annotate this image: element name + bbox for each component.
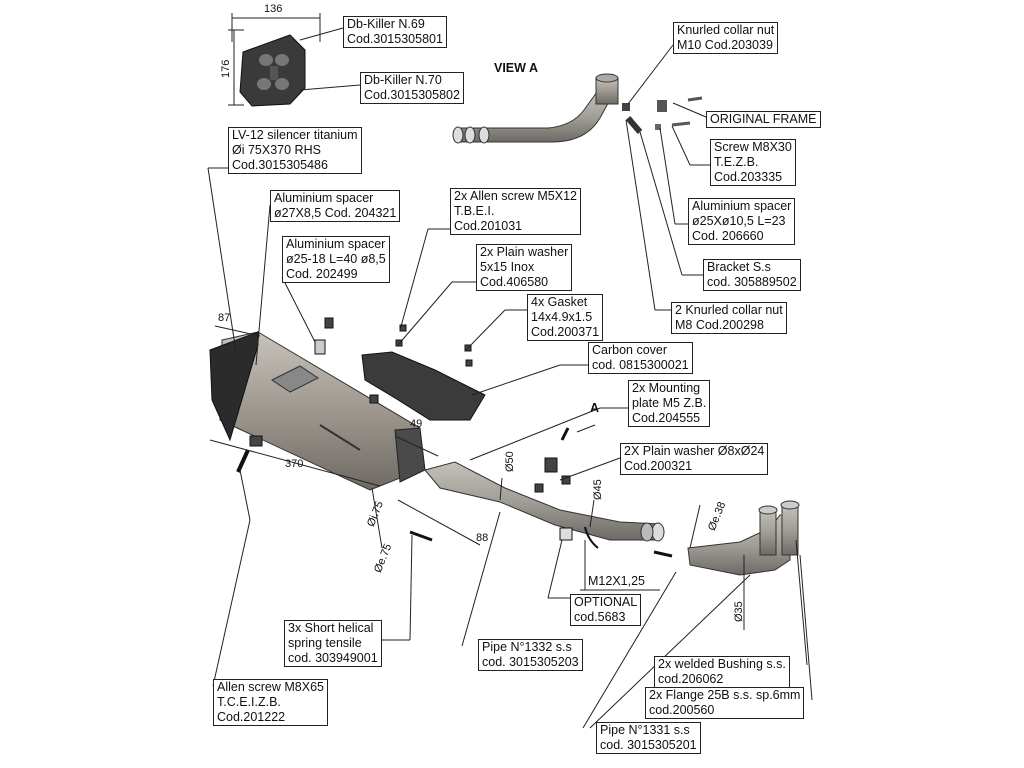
link-pipe xyxy=(424,461,665,542)
hardware-parts xyxy=(236,317,673,558)
view-a-pipe xyxy=(452,73,703,144)
dim-87: 87 xyxy=(218,312,231,324)
view-a-marker: A xyxy=(590,401,600,415)
dim-50: Ø50 xyxy=(504,451,516,472)
dim-height: 176 xyxy=(220,59,232,78)
dim-88: 88 xyxy=(476,532,489,544)
dim-m12: M12X1,25 xyxy=(588,574,645,588)
dim-370: 370 xyxy=(285,458,304,470)
dim-35: Ø35 xyxy=(733,601,745,622)
dim-width: 136 xyxy=(264,3,283,15)
db-killer-part xyxy=(239,34,306,107)
carbon-cover-part xyxy=(361,351,486,421)
dim-49: 49 xyxy=(410,418,423,430)
dim-45: Ø45 xyxy=(592,479,604,500)
header-pipes xyxy=(687,500,800,576)
view-a-label: VIEW A xyxy=(494,61,538,75)
callout-welded-bushing: 2x welded Bushing s.s.cod.206062 xyxy=(654,656,790,688)
callout-original-frame: ORIGINAL FRAME xyxy=(706,111,821,128)
